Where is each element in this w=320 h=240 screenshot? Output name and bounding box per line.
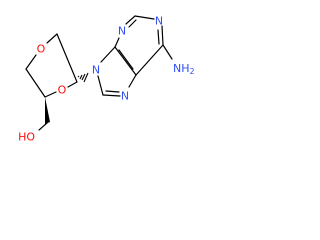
bond-c2-n1	[134, 15, 155, 20]
atom-labels: O O N N N N NH2 HO	[18, 15, 195, 144]
bond-c6-nh2	[162, 44, 173, 60]
hashed-bond-c6-n9	[77, 72, 89, 83]
adenine-dioxane-structure: O O N N N N NH2 HO	[18, 15, 195, 144]
n7-label: N	[121, 90, 129, 103]
bond-c3-c2	[25, 68, 46, 98]
bond-n1-c6-inner	[157, 29, 160, 45]
n3-label: N	[118, 25, 126, 38]
bond-n3-c2-inner	[128, 19, 137, 28]
bond-n9-c4	[100, 46, 116, 63]
bond-c2-o1	[44, 91, 57, 98]
bond-n9-c8	[97, 75, 104, 96]
bond-n7-c5	[128, 74, 137, 88]
ring-oxygen-lower-label: O	[58, 84, 67, 97]
bond-o1-c6	[67, 81, 78, 88]
n9-label: N	[92, 64, 100, 77]
n1-label: N	[155, 15, 163, 28]
bond-c8-n7	[102, 94, 121, 97]
bond-c5-o4	[46, 33, 58, 44]
bonds	[25, 15, 173, 131]
bond-n3-c2	[125, 15, 136, 25]
bond-c8-n7-inner	[105, 90, 120, 93]
bond-n1-c6	[161, 25, 164, 46]
bond-c4-c5-inner	[118, 49, 134, 70]
hydroxyl-label: HO	[18, 131, 35, 144]
amine-subscript: 2	[190, 67, 195, 76]
ring-oxygen-upper-label: O	[37, 43, 46, 56]
wedge-bond-c2-ch2	[45, 97, 50, 124]
bond-c6-c5	[135, 44, 164, 76]
amine-nh-text: NH	[173, 62, 190, 75]
bond-o4-c3	[25, 54, 37, 70]
bond-c4-n3	[114, 37, 120, 48]
amine-label: NH2	[173, 62, 195, 76]
bond-ch2-oh	[38, 122, 48, 131]
bond-c6-c5	[56, 33, 78, 83]
bond-c4-c5	[114, 46, 137, 76]
